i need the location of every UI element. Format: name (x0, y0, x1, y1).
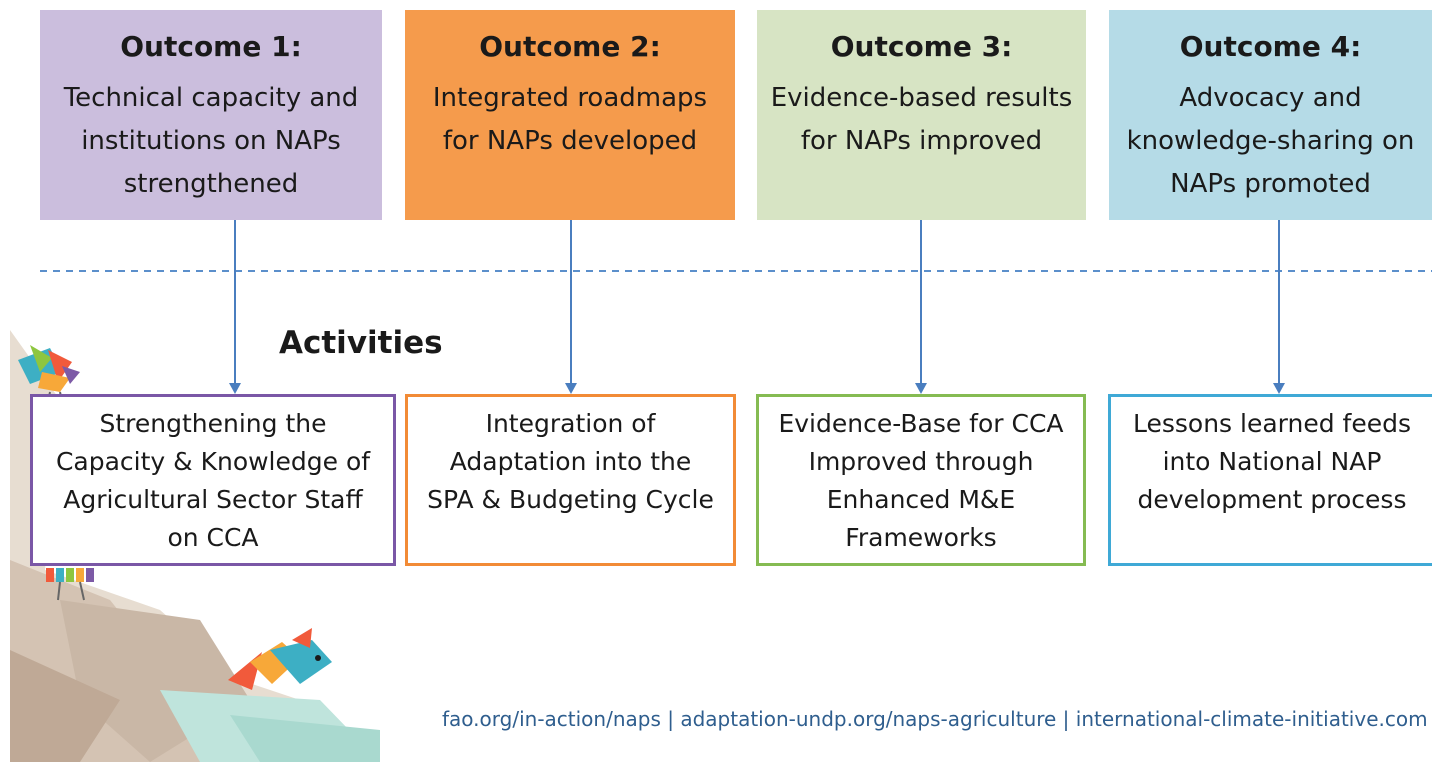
activity-box-1: Strengthening the Capacity & Knowledge o… (30, 394, 396, 566)
outcome-description: Technical capacity and institutions on N… (63, 83, 359, 199)
outcome-box-2: Outcome 2: Integrated roadmaps for NAPs … (405, 10, 735, 220)
arrow-1 (229, 220, 241, 394)
outcome-description: Integrated roadmaps for NAPs developed (432, 83, 708, 156)
arrow-3 (915, 220, 927, 394)
arrow-4 (1273, 220, 1285, 394)
arrow-2 (565, 220, 577, 394)
outcome-box-4: Outcome 4: Advocacy and knowledge-sharin… (1109, 10, 1432, 220)
outcome-description: Advocacy and knowledge-sharing on NAPs p… (1126, 83, 1415, 199)
activity-box-3: Evidence-Base for CCA Improved through E… (756, 394, 1086, 566)
fish-illustration (228, 628, 332, 690)
outcome-description: Evidence-based results for NAPs improved (770, 83, 1073, 156)
outcome-title: Outcome 1: (120, 30, 302, 63)
outcome-title: Outcome 4: (1179, 30, 1362, 63)
outcome-title: Outcome 3: (830, 30, 1013, 63)
outcome-title: Outcome 2: (479, 30, 661, 63)
activities-heading: Activities (279, 325, 443, 361)
outcome-box-3: Outcome 3: Evidence-based results for NA… (757, 10, 1086, 220)
outcome-box-1: Outcome 1: Technical capacity and instit… (40, 10, 382, 220)
mountain-illustration (10, 330, 380, 762)
activity-box-2: Integration of Adaptation into the SPA &… (405, 394, 736, 566)
activity-box-4: Lessons learned feeds into National NAP … (1108, 394, 1432, 566)
footer-links: fao.org/in-action/naps | adaptation-undp… (442, 707, 1428, 731)
